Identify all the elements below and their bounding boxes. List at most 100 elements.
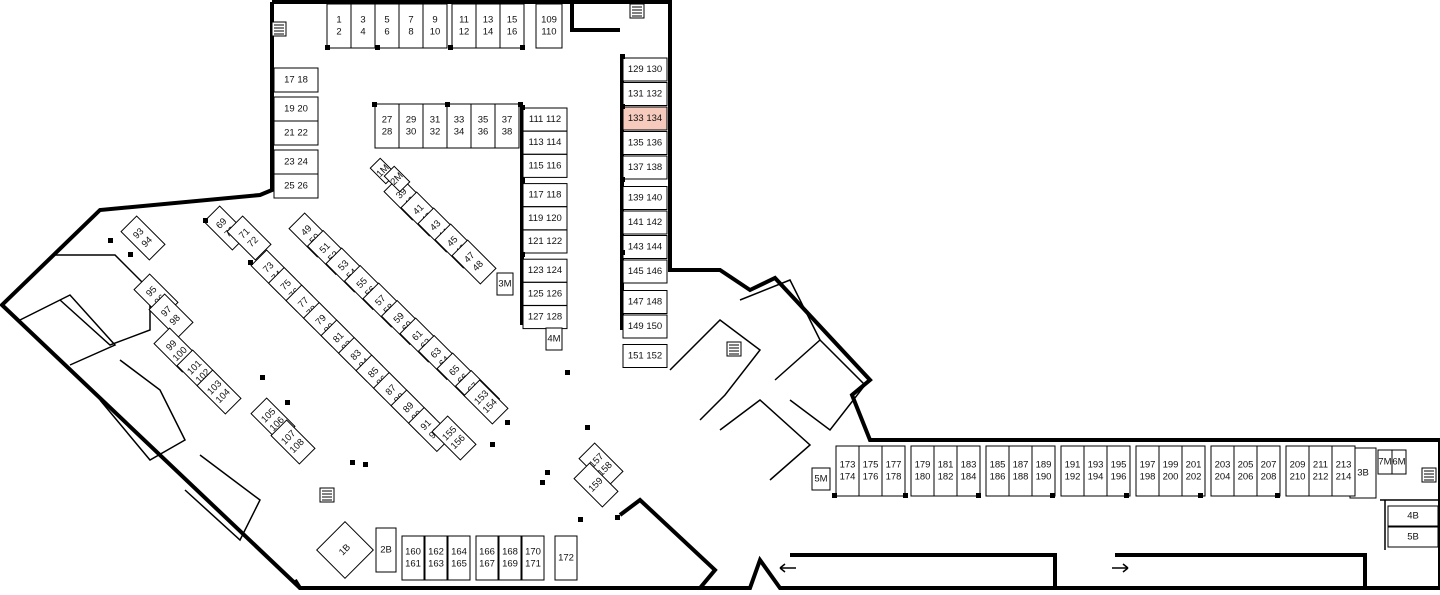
parking-space[interactable]: 2B [375, 527, 397, 573]
parking-space[interactable]: 125 126 [522, 281, 568, 306]
parking-space[interactable]: 145 146 [622, 259, 668, 284]
parking-space[interactable]: 131 132 [622, 82, 668, 106]
space-number: 207 [1261, 460, 1277, 471]
parking-space[interactable]: 117 118 [522, 183, 568, 208]
space-number: 189 [1036, 460, 1052, 471]
parking-space[interactable]: 5B [1387, 526, 1439, 548]
parking-space[interactable]: 115 116 [522, 153, 568, 178]
parking-space[interactable]: 119 120 [522, 206, 568, 231]
parking-space[interactable]: 34 [350, 3, 376, 49]
space-number: 23 24 [284, 157, 308, 168]
parking-space[interactable]: 123 124 [522, 258, 568, 283]
space-number: 192 [1065, 472, 1081, 483]
parking-space[interactable]: 147 148 [622, 290, 668, 314]
parking-space[interactable]: 129 130 [622, 57, 668, 82]
parking-space[interactable]: 78 [398, 3, 424, 49]
parking-space[interactable]: 113 114 [522, 130, 568, 155]
parking-space[interactable]: 910 [422, 3, 448, 49]
space-number: 9 [432, 15, 437, 26]
parking-space[interactable]: 17 18 [273, 67, 319, 93]
parking-space[interactable]: 23 24 [273, 149, 319, 175]
parking-space[interactable]: 111 112 [522, 107, 568, 132]
parking-space[interactable]: 25 26 [273, 173, 319, 199]
space-number: 163 [428, 559, 444, 570]
parking-space[interactable]: 4B [1387, 505, 1439, 527]
space-outline [956, 445, 981, 497]
parking-space[interactable]: 135 136 [622, 131, 668, 155]
parking-space[interactable]: 12 [326, 3, 352, 49]
parking-space[interactable]: 2M [383, 165, 411, 193]
parking-space[interactable]: 139 140 [622, 186, 668, 210]
parking-space[interactable]: 56 [374, 3, 400, 49]
parking-space[interactable]: 3M [496, 272, 514, 296]
parking-space[interactable]: 4M [545, 327, 563, 351]
parking-space[interactable]: 133 134 [622, 106, 668, 131]
parking-space[interactable]: 141 142 [622, 210, 668, 235]
parking-space[interactable]: 127 128 [522, 305, 568, 330]
parking-space[interactable]: 1B [316, 521, 374, 579]
space-outline [475, 3, 501, 49]
parking-space[interactable]: 21 22 [273, 120, 319, 146]
column-post [1050, 493, 1055, 498]
space-number: 7 [408, 15, 413, 26]
parking-space[interactable]: 137 138 [622, 155, 668, 180]
parking-space[interactable]: 172 [554, 535, 578, 581]
parking-space[interactable]: 121 122 [522, 229, 568, 254]
parking-space[interactable]: 6M [1391, 449, 1407, 475]
parking-space[interactable]: 159 [573, 462, 619, 508]
space-number: 145 146 [628, 266, 662, 277]
parking-space[interactable]: 143 144 [622, 235, 668, 259]
parking-space[interactable]: 7M [1377, 449, 1393, 475]
space-outline [273, 67, 319, 93]
parking-space[interactable]: 5M [811, 467, 831, 491]
parking-space[interactable]: 19 20 [273, 96, 319, 122]
parking-space[interactable]: 149 150 [622, 314, 668, 339]
parking-space[interactable]: 151 152 [622, 344, 668, 368]
